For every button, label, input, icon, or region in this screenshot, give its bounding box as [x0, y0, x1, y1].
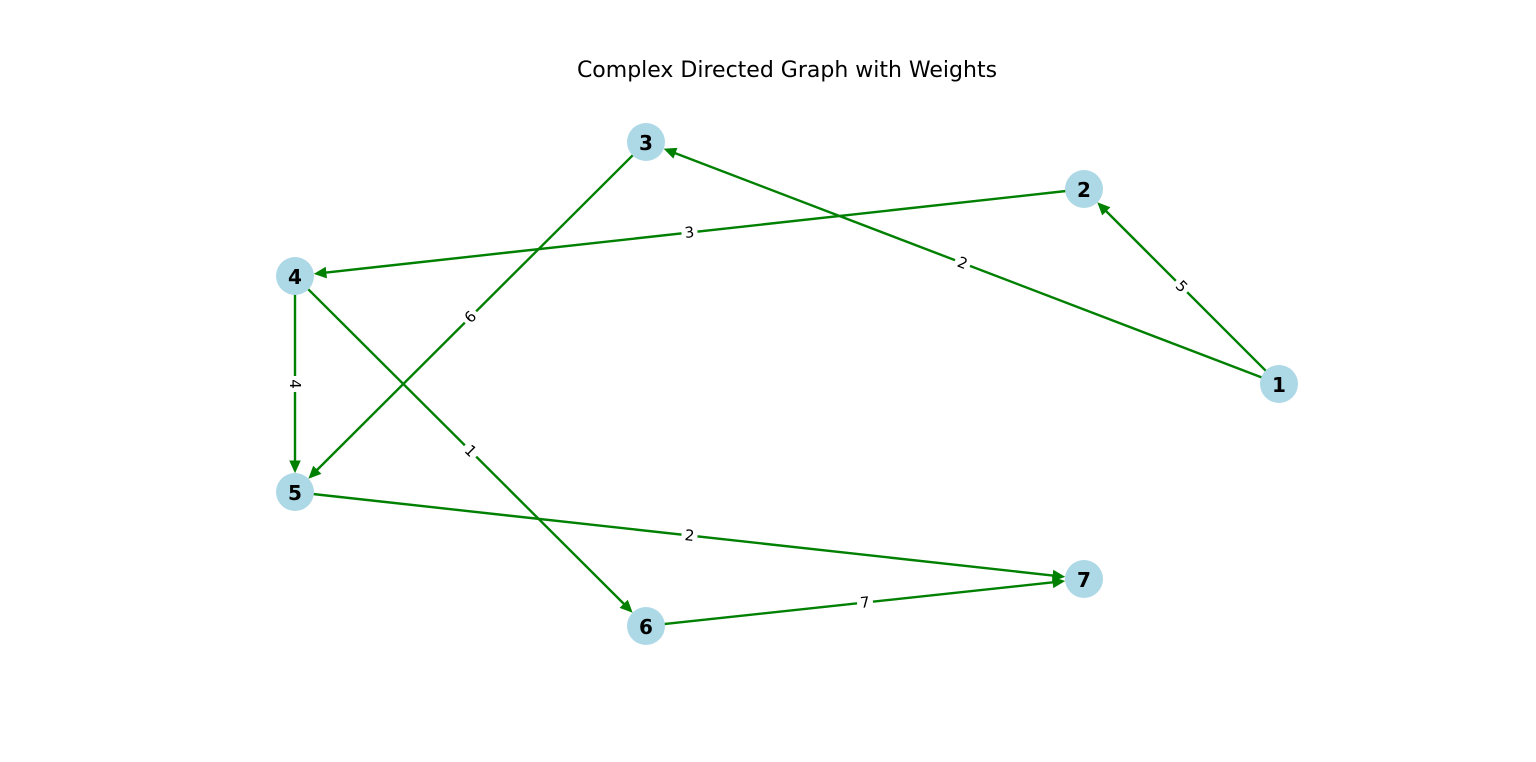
- edge-weight-label: 2: [680, 524, 699, 547]
- edge-weight-label: 5: [1168, 273, 1195, 300]
- node-label: 1: [1272, 373, 1286, 397]
- node-circle: [276, 257, 314, 295]
- node-6: 6: [627, 607, 665, 645]
- nodes-layer: 1 2 3 4 5 6 7: [276, 123, 1298, 645]
- node-7: 7: [1065, 560, 1103, 598]
- node-3: 3: [627, 123, 665, 161]
- edge-weight-label: 4: [285, 376, 305, 392]
- graph-title: Complex Directed Graph with Weights: [576, 58, 998, 83]
- edge-weight-label: 7: [855, 591, 875, 614]
- node-label: 3: [639, 131, 653, 155]
- edge-weight-text: 7: [859, 593, 870, 612]
- node-label: 4: [288, 265, 302, 289]
- edge-arrowhead: [289, 460, 301, 474]
- edge-arrowhead: [663, 147, 678, 159]
- node-circle: [1065, 560, 1103, 598]
- edge-weight-label: 6: [457, 304, 484, 330]
- edge-arrowhead: [1052, 576, 1066, 589]
- edge-arrowhead: [1097, 202, 1111, 216]
- node-2: 2: [1065, 170, 1103, 208]
- node-circle: [1065, 170, 1103, 208]
- edge-weight-text: 3: [684, 223, 695, 242]
- edge-label-bg: [951, 250, 974, 276]
- edge-weight-label: 2: [951, 250, 974, 276]
- edge-label-bg: [855, 591, 875, 614]
- edge-label-bg: [680, 221, 699, 244]
- node-circle: [627, 607, 665, 645]
- edge-weight-label: 3: [680, 221, 699, 244]
- node-label: 5: [288, 481, 302, 505]
- node-circle: [276, 473, 314, 511]
- node-label: 6: [639, 615, 653, 639]
- edges-layer: [289, 147, 1268, 626]
- edge-labels-layer: 5 2 3 6 4 1 2 7: [285, 221, 1195, 614]
- edge-weight-label: 1: [457, 438, 484, 464]
- edge-arrowhead: [619, 599, 633, 613]
- edge-label-bg: [457, 438, 484, 464]
- edge-label-bg: [285, 376, 305, 392]
- edge-weight-text: 4: [286, 379, 304, 389]
- edge-arrowhead: [313, 266, 327, 279]
- node-4: 4: [276, 257, 314, 295]
- node-label: 7: [1077, 568, 1091, 592]
- node-5: 5: [276, 473, 314, 511]
- edge-label-bg: [680, 524, 699, 547]
- node-circle: [627, 123, 665, 161]
- edge-weight-text: 2: [684, 526, 695, 545]
- edge-label-bg: [1168, 273, 1195, 300]
- node-circle: [1260, 365, 1298, 403]
- edge-arrowhead: [308, 465, 322, 479]
- edge-label-bg: [457, 304, 484, 330]
- node-1: 1: [1260, 365, 1298, 403]
- node-label: 2: [1077, 178, 1091, 202]
